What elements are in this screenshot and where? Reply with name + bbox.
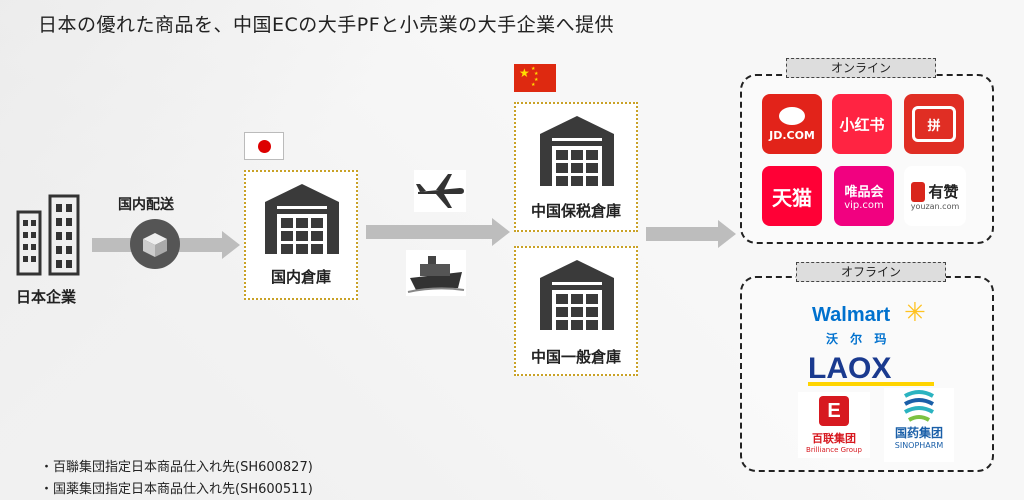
building-icon bbox=[16, 194, 80, 276]
domestic-warehouse-box: 国内倉庫 bbox=[244, 170, 358, 300]
page-title: 日本の優れた商品を、中国ECの大手PFと小売業の大手企業へ提供 bbox=[38, 14, 615, 36]
walmart-spark-icon: ✳ bbox=[904, 298, 926, 328]
domestic-shipping-label: 国内配送 bbox=[118, 197, 174, 213]
bonded-warehouse-box: 中国保税倉庫 bbox=[514, 102, 638, 232]
package-icon bbox=[130, 219, 180, 269]
sinopharm-emblem-icon bbox=[904, 390, 934, 422]
arrow-2-head bbox=[492, 218, 510, 246]
bonded-warehouse-label: 中国保税倉庫 bbox=[530, 202, 621, 220]
general-warehouse-label: 中国一般倉庫 bbox=[530, 348, 621, 366]
laox-logo: LAOX bbox=[808, 352, 934, 386]
vipshop-logo: 唯品会 vip.com bbox=[834, 166, 894, 226]
bailian-logo: E 百联集团 Brilliance Group bbox=[798, 392, 870, 458]
ship-icon bbox=[406, 250, 466, 296]
youzan-logo: 有赞 youzan.com bbox=[904, 166, 966, 226]
sinopharm-logo: 国药集团 SINOPHARM bbox=[884, 388, 954, 462]
japan-flag-icon bbox=[244, 132, 284, 160]
arrow-2 bbox=[366, 225, 494, 239]
arrow-3-head bbox=[718, 220, 736, 248]
arrow-3 bbox=[646, 227, 720, 241]
china-flag-icon: ★ ★ ★ ★ ★ bbox=[514, 64, 556, 92]
warehouse-icon bbox=[540, 116, 614, 186]
online-group-label: オンライン bbox=[786, 58, 936, 78]
japan-company-label: 日本企業 bbox=[16, 288, 77, 306]
jd-logo: JD.COM bbox=[762, 94, 822, 154]
xiaohongshu-logo: 小红书 bbox=[832, 94, 892, 154]
offline-group-label: オフライン bbox=[796, 262, 946, 282]
airplane-icon bbox=[414, 170, 466, 212]
walmart-logo: Walmart bbox=[812, 304, 891, 326]
arrow-1-head bbox=[222, 231, 240, 259]
walmart-cn-label: 沃 尔 玛 bbox=[826, 332, 891, 346]
pinduoduo-logo: 拼 bbox=[904, 94, 964, 154]
general-warehouse-box: 中国一般倉庫 bbox=[514, 246, 638, 376]
note-1: ・百聯集団指定日本商品仕入れ先(SH600827) bbox=[40, 460, 313, 475]
domestic-warehouse-label: 国内倉庫 bbox=[270, 268, 331, 286]
note-2: ・国薬集団指定日本商品仕入れ先(SH600511) bbox=[40, 482, 313, 497]
warehouse-icon bbox=[540, 260, 614, 330]
warehouse-icon bbox=[265, 184, 339, 254]
tmall-logo: 天猫 bbox=[762, 166, 822, 226]
